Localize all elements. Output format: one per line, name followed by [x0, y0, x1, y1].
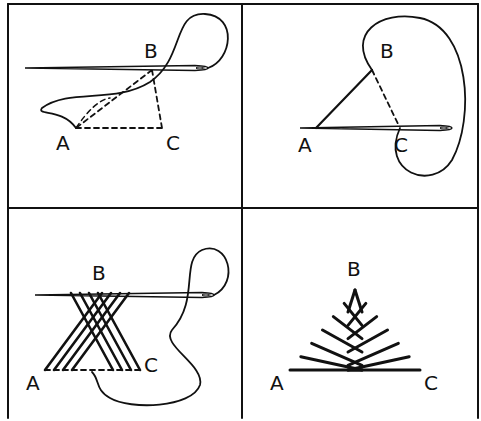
vertex-letter: C: [144, 354, 158, 376]
panel-frame: [8, 4, 478, 418]
panel-four: [290, 290, 420, 370]
panel-one: [25, 14, 228, 128]
stitch-stroke: [348, 317, 377, 339]
vertex-letter: B: [347, 258, 361, 280]
vertex-letter: B: [92, 262, 106, 284]
stitch-stroke: [333, 317, 362, 339]
stitch-stroke: [63, 293, 120, 370]
stitch-stroke: [71, 293, 113, 370]
vertex-letter: C: [394, 134, 408, 156]
vertex-letter: A: [270, 372, 284, 394]
vertex-letter: A: [26, 372, 40, 394]
stitch-stroke: [72, 293, 129, 370]
stitch-stroke: [348, 303, 366, 325]
vertex-letter: A: [56, 132, 70, 154]
vertex-letter: A: [298, 134, 312, 156]
vertex-letter: C: [166, 132, 180, 154]
stitch-stroke: [348, 369, 420, 372]
vertex-letter: C: [424, 372, 438, 394]
stitch-stroke: [348, 330, 388, 352]
panel-two: [300, 16, 465, 175]
vertex-letter: B: [380, 40, 394, 62]
vertex-letter: B: [144, 40, 158, 62]
stitch-stroke: [348, 357, 409, 370]
panel-three: [35, 248, 229, 405]
stitch-stroke: [344, 303, 362, 325]
